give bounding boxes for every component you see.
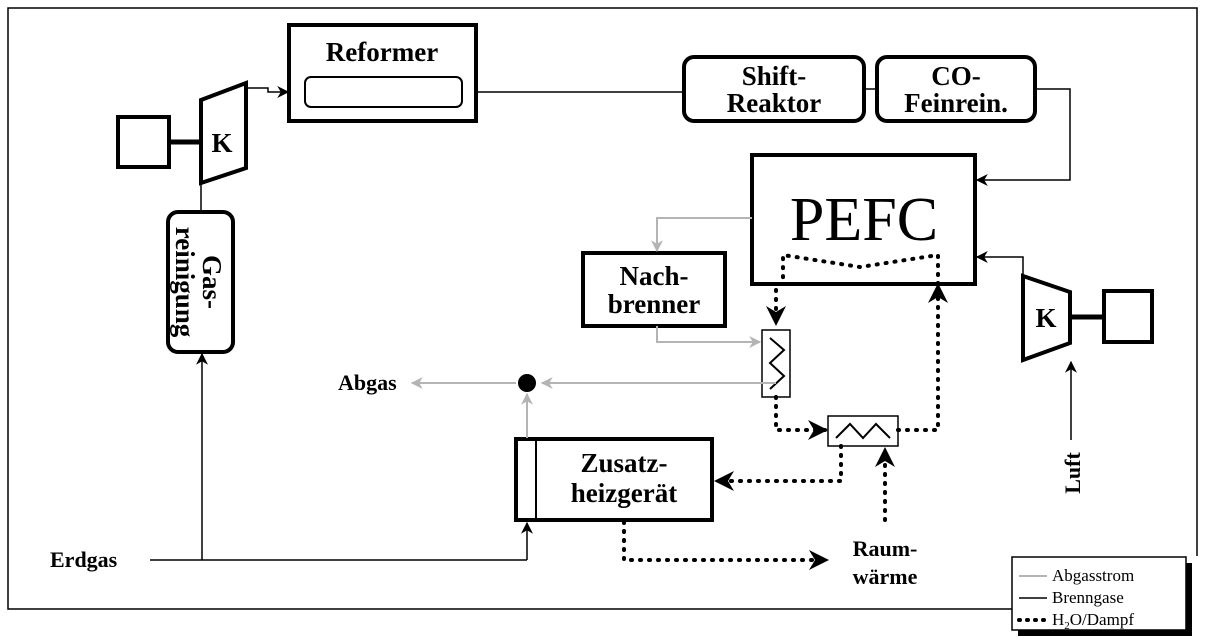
aux-heater-label-1: Zusatz-: [581, 448, 668, 478]
exhaust-lines: [410, 217, 776, 438]
gas-cleaning-block: Gas- reinigung: [166, 210, 235, 354]
compressor-right: K: [1021, 273, 1154, 363]
auxiliary-heater-block: Zusatz- heizgerät: [514, 437, 714, 522]
heat-exchanger-2: [827, 415, 899, 447]
legend-abgasstrom: Abgasstrom: [1052, 566, 1134, 585]
fuel-gas-lines: [150, 86, 1077, 561]
co-label-1: CO-: [931, 61, 981, 91]
steam-lines: [622, 252, 948, 570]
legend-h2o: H2O/Dampf: [1052, 610, 1134, 632]
legend-brenngase: Brenngase: [1052, 588, 1124, 607]
natural-gas-label: Erdgas: [50, 547, 118, 572]
co-label-2: Feinrein.: [904, 88, 1008, 118]
heat-exchanger-1: [761, 329, 791, 398]
shift-label-2: Reaktor: [727, 88, 821, 118]
reformer-block: Reformer: [287, 23, 478, 123]
legend: Abgasstrom Brenngase H2O/Dampf: [1011, 556, 1192, 636]
compressor-left-label: K: [211, 128, 232, 158]
outer-frame: [7, 7, 1198, 610]
gas-cleaning-label-1: Gas-: [197, 255, 227, 309]
compressor-right-label: K: [1035, 303, 1056, 333]
pefc-block: PEFC: [750, 153, 977, 286]
co-fine-cleaning-block: CO- Feinrein.: [875, 55, 1037, 123]
pefc-label: PEFC: [790, 186, 938, 254]
room-heat-label-2: wärme: [853, 564, 918, 589]
air-label: Luft: [1060, 452, 1085, 494]
exhaust-label: Abgas: [338, 370, 397, 395]
compressor-left: K: [116, 80, 248, 186]
reformer-label: Reformer: [326, 37, 438, 67]
afterburner-label-1: Nach-: [620, 261, 689, 291]
junction-point: [518, 374, 536, 392]
room-heat-label-1: Raum-: [853, 536, 918, 561]
afterburner-block: Nach- brenner: [581, 251, 727, 328]
aux-heater-label-2: heizgerät: [571, 478, 677, 508]
shift-reactor-block: Shift- Reaktor: [682, 55, 866, 123]
shift-label-1: Shift-: [742, 61, 807, 91]
afterburner-label-2: brenner: [608, 289, 701, 319]
gas-cleaning-label-2: reinigung: [170, 227, 200, 338]
